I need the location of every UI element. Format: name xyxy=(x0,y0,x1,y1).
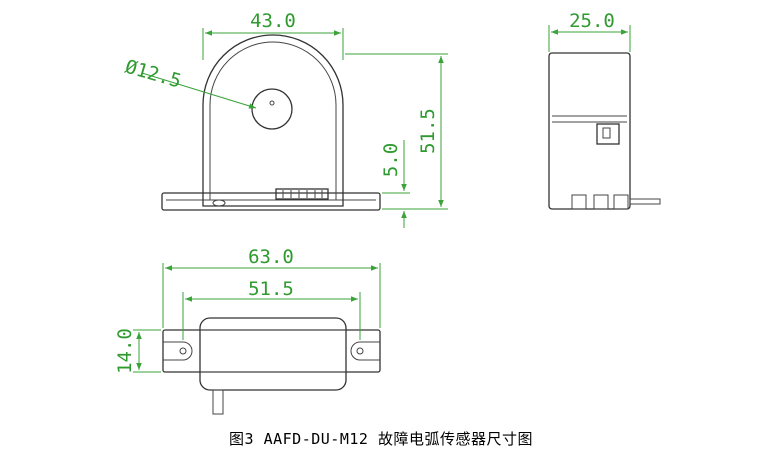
dim-bottom-hole-spacing: 51.5 xyxy=(248,278,294,300)
side-view: 25.0 xyxy=(548,10,661,210)
side-body xyxy=(548,52,631,210)
front-view: 43.0 Ø12.5 51.5 5.0 xyxy=(123,10,448,228)
dim-front-height: 51.5 xyxy=(417,108,439,154)
bottom-view: 63.0 51.5 14.0 xyxy=(114,246,381,415)
bottom-pin xyxy=(212,389,224,415)
front-base-plate xyxy=(161,192,381,211)
figure-caption: 图3 AAFD-DU-M12 故障电弧传感器尺寸图 xyxy=(229,430,533,448)
bottom-body xyxy=(199,317,347,391)
front-body xyxy=(202,34,344,207)
front-hole xyxy=(251,88,293,130)
dim-side-depth: 25.0 xyxy=(569,10,615,32)
front-screw xyxy=(212,199,226,207)
dim-hole-diameter: Ø12.5 xyxy=(123,56,184,93)
dim-bottom-height: 14.0 xyxy=(114,328,136,374)
bottom-base-plate xyxy=(162,329,381,373)
dim-base-height: 5.0 xyxy=(380,143,402,177)
side-latch xyxy=(596,123,620,145)
side-pin xyxy=(629,198,661,205)
dim-front-width: 43.0 xyxy=(250,10,296,32)
dim-bottom-total-width: 63.0 xyxy=(248,246,294,268)
front-connector xyxy=(275,188,329,200)
